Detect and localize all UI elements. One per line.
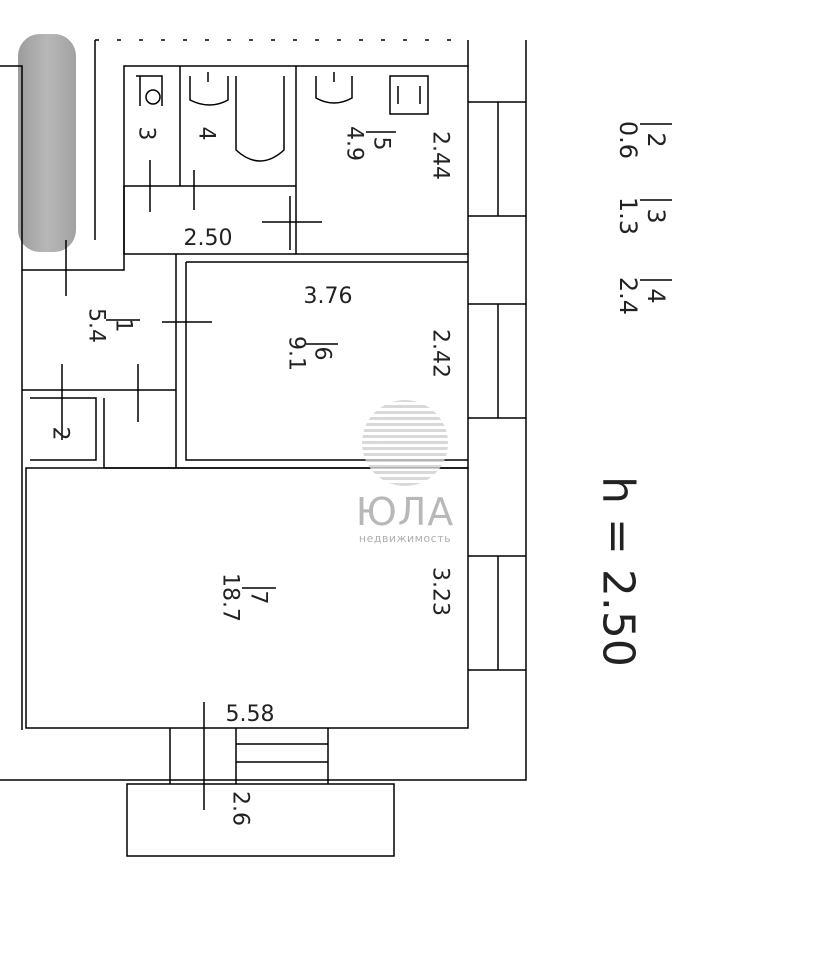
room-7-area: 18.7 xyxy=(218,573,243,622)
room-6-number: 6 xyxy=(310,347,335,361)
sink-fixture-2 xyxy=(315,72,353,104)
legend-4-number: 4 xyxy=(642,288,670,303)
watermark-name: ЮЛА xyxy=(355,490,455,534)
watermark-subtitle: недвижимость xyxy=(358,532,452,545)
dimension-5-58: 5.58 xyxy=(226,702,275,727)
dimension-2-44: 2.44 xyxy=(428,131,453,180)
window-1 xyxy=(468,101,526,217)
room-3-number: 3 xyxy=(134,127,159,141)
legend-fraction-bars xyxy=(640,123,672,281)
legend-2-area: 0.6 xyxy=(614,121,642,159)
legend-2-number: 2 xyxy=(642,132,670,147)
toilet-bowl xyxy=(145,89,161,105)
legend-3-number: 3 xyxy=(642,208,670,223)
window-2 xyxy=(468,303,526,419)
toilet-fixture xyxy=(136,75,163,106)
room-5-number: 5 xyxy=(369,137,394,151)
dimension-3-23: 3.23 xyxy=(428,567,453,616)
blurred-area xyxy=(18,34,76,252)
stove-burners xyxy=(397,86,421,104)
dimension-ticks-left xyxy=(61,240,212,440)
dimension-2-42: 2.42 xyxy=(428,329,453,378)
room-7-number: 7 xyxy=(246,591,271,605)
room-1-area: 5.4 xyxy=(84,308,109,343)
legend-4-area: 2.4 xyxy=(614,277,642,315)
wall-bath-partitions xyxy=(124,66,297,254)
wall-left-upper xyxy=(0,65,23,240)
wall-room2 xyxy=(22,389,176,461)
ceiling-height: h = 2.50 xyxy=(593,476,644,667)
wall-corridor xyxy=(21,186,125,271)
room-5-area: 4.9 xyxy=(342,126,367,161)
wall-room7 xyxy=(25,467,469,729)
room-1-number: 1 xyxy=(111,319,136,333)
watermark-logo xyxy=(362,400,448,486)
balcony xyxy=(126,783,395,857)
stove xyxy=(389,75,429,115)
fraction-bars xyxy=(106,131,396,589)
room-4-number: 4 xyxy=(194,127,219,141)
balcony-door xyxy=(169,728,329,784)
dimension-2-6: 2.6 xyxy=(228,791,253,826)
wall-outer-right xyxy=(0,40,527,781)
dimension-ticks-top xyxy=(149,160,322,250)
legend-3-area: 1.3 xyxy=(614,197,642,235)
room-2-number: 2 xyxy=(48,427,73,441)
wall-corridor-low xyxy=(103,398,176,469)
watermark: ЮЛА недвижимость xyxy=(340,400,470,560)
window-3 xyxy=(468,555,526,671)
dimension-2-50: 2.50 xyxy=(184,226,233,251)
room-6-area: 9.1 xyxy=(284,336,309,371)
dimension-3-76: 3.76 xyxy=(304,284,353,309)
bathtub xyxy=(235,76,285,162)
sink-fixture-1 xyxy=(189,72,229,106)
